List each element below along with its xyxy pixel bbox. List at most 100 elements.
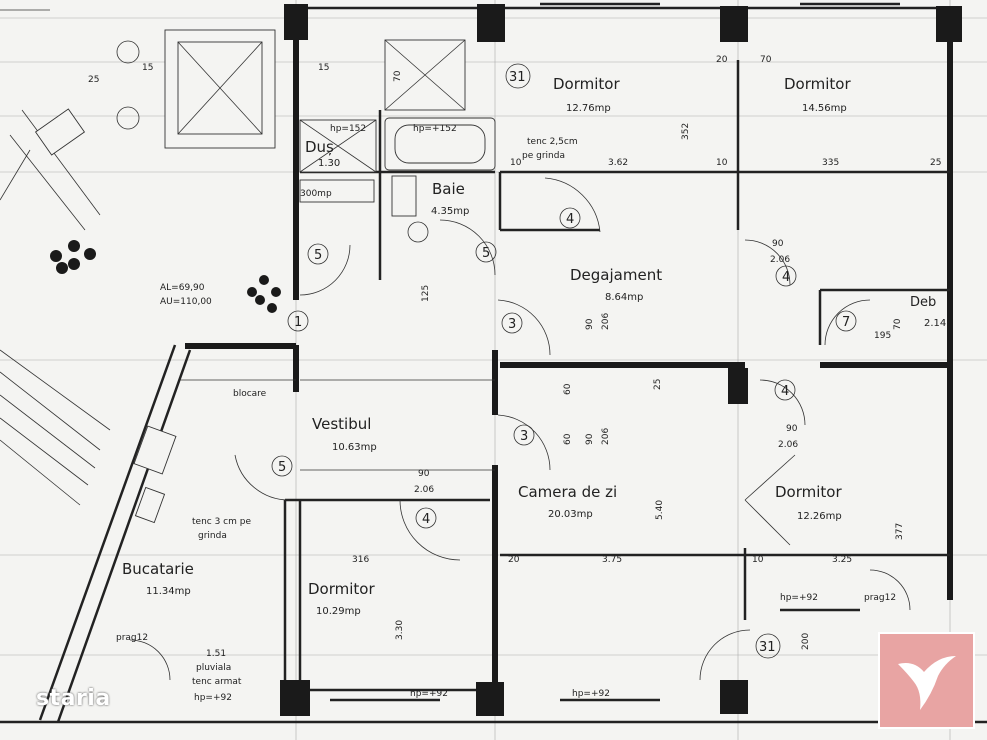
door-mark: 1: [294, 315, 302, 330]
dimension: 60: [563, 383, 573, 395]
dimension: 20: [508, 555, 520, 565]
note: hp=152: [330, 124, 366, 134]
dimension: 206: [601, 313, 611, 330]
note: hp=+92: [410, 689, 448, 699]
stair-diagonal: [0, 9, 192, 723]
staria-watermark: staria: [36, 686, 111, 711]
door-mark: 3: [508, 317, 516, 332]
room-name: Dormitor: [784, 75, 851, 93]
door-swings: [129, 177, 911, 681]
room-name: Deb: [910, 295, 936, 310]
door-mark: 4: [422, 512, 430, 527]
dimension: 2.06: [778, 440, 798, 450]
note: 300mp: [300, 189, 332, 199]
door-mark: 5: [278, 460, 286, 475]
note: tenc armat: [192, 677, 242, 687]
dimension: 200: [801, 633, 811, 650]
room-area: 12.26mp: [797, 511, 842, 522]
brand-logo: [878, 632, 975, 729]
room-area: 20.03mp: [548, 509, 593, 520]
dimension: 195: [874, 331, 891, 341]
note: hp=+92: [572, 689, 610, 699]
door-marks: 4 5 5 3 3 4 7 4 5 1 31 31 4: [271, 63, 857, 659]
door-mark: 4: [566, 212, 574, 227]
dimension: 2.06: [770, 255, 790, 265]
room-area: 1.30: [318, 158, 340, 169]
dimension: 10: [716, 158, 728, 168]
note: tenc 3 cm pe: [192, 517, 251, 527]
elevator-shaft: [116, 29, 276, 149]
room-name: Dormitor: [775, 483, 842, 501]
room-area: 12.76mp: [566, 103, 611, 114]
dimension: 90: [585, 318, 595, 330]
dimension: 3.30: [395, 620, 405, 640]
bathroom-fixtures: [299, 39, 496, 243]
room-area: 14.56mp: [802, 103, 847, 114]
dimension: 377: [895, 523, 905, 540]
room-name: Bucatarie: [122, 560, 194, 578]
dimension: 90: [772, 239, 784, 249]
dimension: 20: [716, 55, 728, 65]
door-mark: 5: [314, 248, 322, 263]
dimension: 2.06: [414, 485, 434, 495]
room-area: 4.35mp: [431, 206, 469, 217]
dot-cluster: [50, 240, 281, 313]
room-area: 10.63mp: [332, 442, 377, 453]
dimension: 1.51: [206, 649, 226, 659]
note: blocare: [233, 389, 267, 399]
dimension: 10: [510, 158, 522, 168]
window-rails: [180, 2, 900, 702]
room-name: Degajament: [570, 266, 662, 284]
note: hp=+92: [194, 693, 232, 703]
dimension: 316: [352, 555, 369, 565]
dimension: 90: [585, 433, 595, 445]
dimension: 10: [752, 555, 764, 565]
room-name: Dormitor: [553, 75, 620, 93]
note: AL=69,90: [160, 283, 205, 293]
dimension: 3.75: [602, 555, 622, 565]
dimension: 70: [760, 55, 772, 65]
dimension: 3.62: [608, 158, 628, 168]
door-mark: 4: [782, 270, 790, 285]
note: prag12: [116, 633, 148, 643]
note: AU=110,00: [160, 297, 212, 307]
room-name: Dormitor: [308, 580, 375, 598]
walls: [0, 6, 987, 724]
dimension: 3.25: [832, 555, 852, 565]
dimension: 352: [681, 123, 691, 140]
note: grinda: [198, 531, 227, 541]
door-mark: 31: [509, 70, 526, 85]
dimension: 25: [930, 158, 941, 168]
room-name: Baie: [432, 180, 465, 198]
door-mark: 7: [842, 315, 850, 330]
dimension: 206: [601, 428, 611, 445]
dimension: 25: [653, 379, 663, 390]
dimension: 60: [563, 433, 573, 445]
note: prag12: [864, 593, 896, 603]
bird-logo-icon: [898, 656, 956, 710]
dimension: 15: [142, 63, 153, 73]
note: pluviala: [196, 663, 231, 673]
room-name: Vestibul: [312, 415, 371, 433]
dimension: 90: [786, 424, 798, 434]
room-area: 10.29mp: [316, 606, 361, 617]
columns: [280, 4, 962, 716]
dimension: 25: [88, 75, 99, 85]
room-name: Duș: [305, 138, 334, 156]
dimension: 5.40: [655, 500, 665, 520]
dimension: 15: [318, 63, 329, 73]
dimension: 125: [421, 285, 431, 302]
room-area: 11.34mp: [146, 586, 191, 597]
dimension: 70: [393, 70, 403, 82]
room-area: 8.64mp: [605, 292, 643, 303]
door-mark: 5: [482, 246, 490, 261]
note: pe grinda: [522, 151, 565, 161]
dimension: 90: [418, 469, 430, 479]
note: tenc 2,5cm: [527, 137, 578, 147]
dimension: 70: [893, 318, 903, 330]
door-mark: 3: [520, 429, 528, 444]
dimension: 335: [822, 158, 839, 168]
door-mark: 31: [759, 640, 776, 655]
room-area: 2.14: [924, 318, 946, 329]
